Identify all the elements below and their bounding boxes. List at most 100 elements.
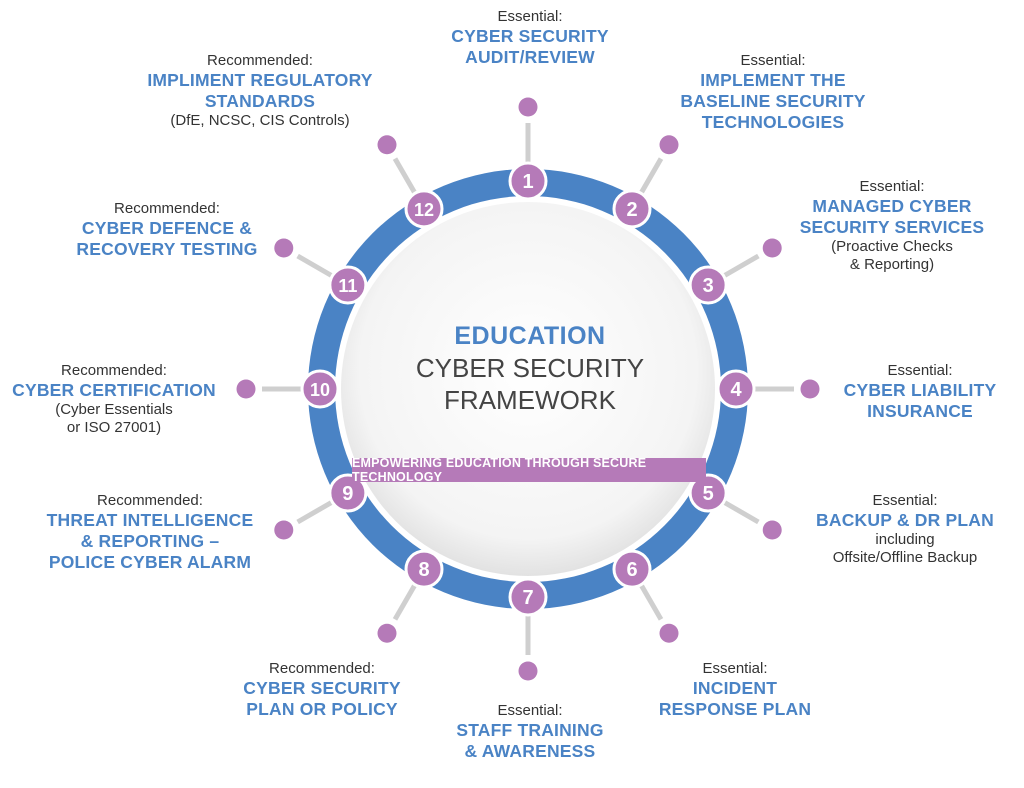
step-title: STAFF TRAINING & AWARENESS	[456, 720, 604, 761]
step-title: CYBER SECURITY AUDIT/REVIEW	[451, 26, 609, 67]
step-badge-number: 5	[703, 483, 714, 505]
connector-line-5	[722, 499, 760, 525]
step-label-3: Essential: MANAGED CYBER SECURITY SERVIC…	[792, 178, 992, 274]
step-badge-10: 10	[300, 369, 340, 409]
connector-line-12	[392, 157, 418, 195]
step-badge-2: 2	[612, 189, 652, 229]
step-badge-8: 8	[404, 549, 444, 589]
step-badge-5: 5	[688, 473, 728, 513]
step-title: CYBER SECURITY PLAN OR POLICY	[243, 678, 401, 719]
step-badge-number: 7	[522, 587, 533, 609]
step-badge-circle	[300, 369, 340, 409]
step-badge-circle	[612, 189, 652, 229]
step-tier: Essential:	[872, 492, 938, 509]
step-badge-3: 3	[688, 265, 728, 305]
step-badge-number: 2	[626, 199, 637, 221]
step-badge-number: 9	[342, 483, 353, 505]
connector-dot-11	[274, 238, 294, 258]
step-badge-circle	[688, 265, 728, 305]
center-text: EDUCATION CYBER SECURITY FRAMEWORK	[380, 322, 680, 416]
step-title: BACKUP & DR PLAN	[816, 510, 994, 530]
step-badge-9: 9	[328, 473, 368, 513]
connector-line-2	[638, 157, 664, 195]
step-badge-number: 12	[414, 200, 434, 220]
step-label-10: Recommended: CYBER CERTIFICATION (Cyber …	[4, 362, 224, 437]
step-note: (Cyber Essentials or ISO 27001)	[55, 401, 173, 436]
center-title: EDUCATION	[454, 322, 606, 350]
step-title: INCIDENT RESPONSE PLAN	[658, 678, 812, 719]
step-tier: Recommended:	[269, 660, 375, 677]
step-label-6: Essential: INCIDENT RESPONSE PLAN	[650, 660, 820, 720]
connector-line-3	[722, 253, 760, 279]
connector-dot-2	[659, 135, 679, 155]
connector-line-9	[296, 499, 334, 525]
step-label-1: Essential: CYBER SECURITY AUDIT/REVIEW	[430, 8, 630, 68]
step-note: (DfE, NCSC, CIS Controls)	[170, 112, 350, 129]
step-label-9: Recommended: THREAT INTELLIGENCE & REPOR…	[30, 492, 270, 573]
step-tier: Recommended:	[61, 362, 167, 379]
step-badge-circle	[508, 161, 548, 201]
connector-dot-9	[274, 520, 294, 540]
step-tier: Essential:	[702, 660, 768, 677]
connector-line-8	[392, 583, 418, 621]
connector-dot-10	[236, 379, 256, 399]
connector-dot-4	[800, 379, 820, 399]
step-title: CYBER CERTIFICATION	[12, 380, 216, 400]
connector-dot-7	[518, 661, 538, 681]
step-title: MANAGED CYBER SECURITY SERVICES	[799, 196, 985, 237]
step-label-8: Recommended: CYBER SECURITY PLAN OR POLI…	[222, 660, 422, 720]
connector-dots	[236, 97, 820, 681]
step-label-2: Essential: IMPLEMENT THE BASELINE SECURI…	[668, 52, 878, 133]
step-badge-11: 11	[328, 265, 368, 305]
connector-dot-8	[377, 623, 397, 643]
step-title: THREAT INTELLIGENCE & REPORTING – POLICE…	[46, 510, 254, 572]
step-label-11: Recommended: CYBER DEFENCE & RECOVERY TE…	[62, 200, 272, 260]
step-tier: Essential:	[497, 702, 563, 719]
step-tier: Essential:	[740, 52, 806, 69]
step-note: including Offsite/Offline Backup	[832, 531, 978, 566]
step-badge-circle	[716, 369, 756, 409]
step-badge-6: 6	[612, 549, 652, 589]
connector-lines	[262, 123, 794, 655]
step-label-4: Essential: CYBER LIABILITY INSURANCE	[830, 362, 1010, 422]
step-badge-number: 6	[626, 559, 637, 581]
step-badge-1: 1	[508, 161, 548, 201]
step-badge-circle	[508, 577, 548, 617]
step-badge-circle	[328, 265, 368, 305]
connector-line-11	[296, 253, 334, 279]
step-title: CYBER DEFENCE & RECOVERY TESTING	[76, 218, 258, 259]
step-badge-number: 8	[418, 559, 429, 581]
step-label-5: Essential: BACKUP & DR PLAN including Of…	[800, 492, 1010, 567]
step-tier: Essential:	[497, 8, 563, 25]
step-tier: Essential:	[887, 362, 953, 379]
step-title: CYBER LIABILITY INSURANCE	[843, 380, 997, 421]
step-badge-7: 7	[508, 577, 548, 617]
connector-dot-6	[659, 623, 679, 643]
step-badge-circle	[612, 549, 652, 589]
center-disc	[341, 202, 715, 576]
step-badge-circle	[328, 473, 368, 513]
step-badge-number: 10	[310, 380, 330, 400]
step-badge-number: 1	[522, 171, 533, 193]
step-label-7: Essential: STAFF TRAINING & AWARENESS	[430, 702, 630, 762]
step-badge-4: 4	[716, 369, 756, 409]
connector-dot-5	[762, 520, 782, 540]
step-title: IMPLIMENT REGULATORY STANDARDS	[147, 70, 373, 111]
step-tier: Essential:	[859, 178, 925, 195]
step-tier: Recommended:	[97, 492, 203, 509]
connector-line-6	[638, 583, 664, 621]
step-badge-circle	[404, 189, 444, 229]
step-badge-circle	[404, 549, 444, 589]
connector-dot-12	[377, 135, 397, 155]
step-tier: Recommended:	[114, 200, 220, 217]
step-badge-number: 4	[730, 379, 742, 401]
step-label-12: Recommended: IMPLIMENT REGULATORY STANDA…	[130, 52, 390, 130]
step-badge-number: 11	[338, 276, 357, 296]
center-banner: EMPOWERING EDUCATION THROUGH SECURE TECH…	[352, 456, 706, 484]
step-tier: Recommended:	[207, 52, 313, 69]
step-badge-12: 12	[404, 189, 444, 229]
step-title: IMPLEMENT THE BASELINE SECURITY TECHNOLO…	[680, 70, 866, 132]
connector-dot-1	[518, 97, 538, 117]
